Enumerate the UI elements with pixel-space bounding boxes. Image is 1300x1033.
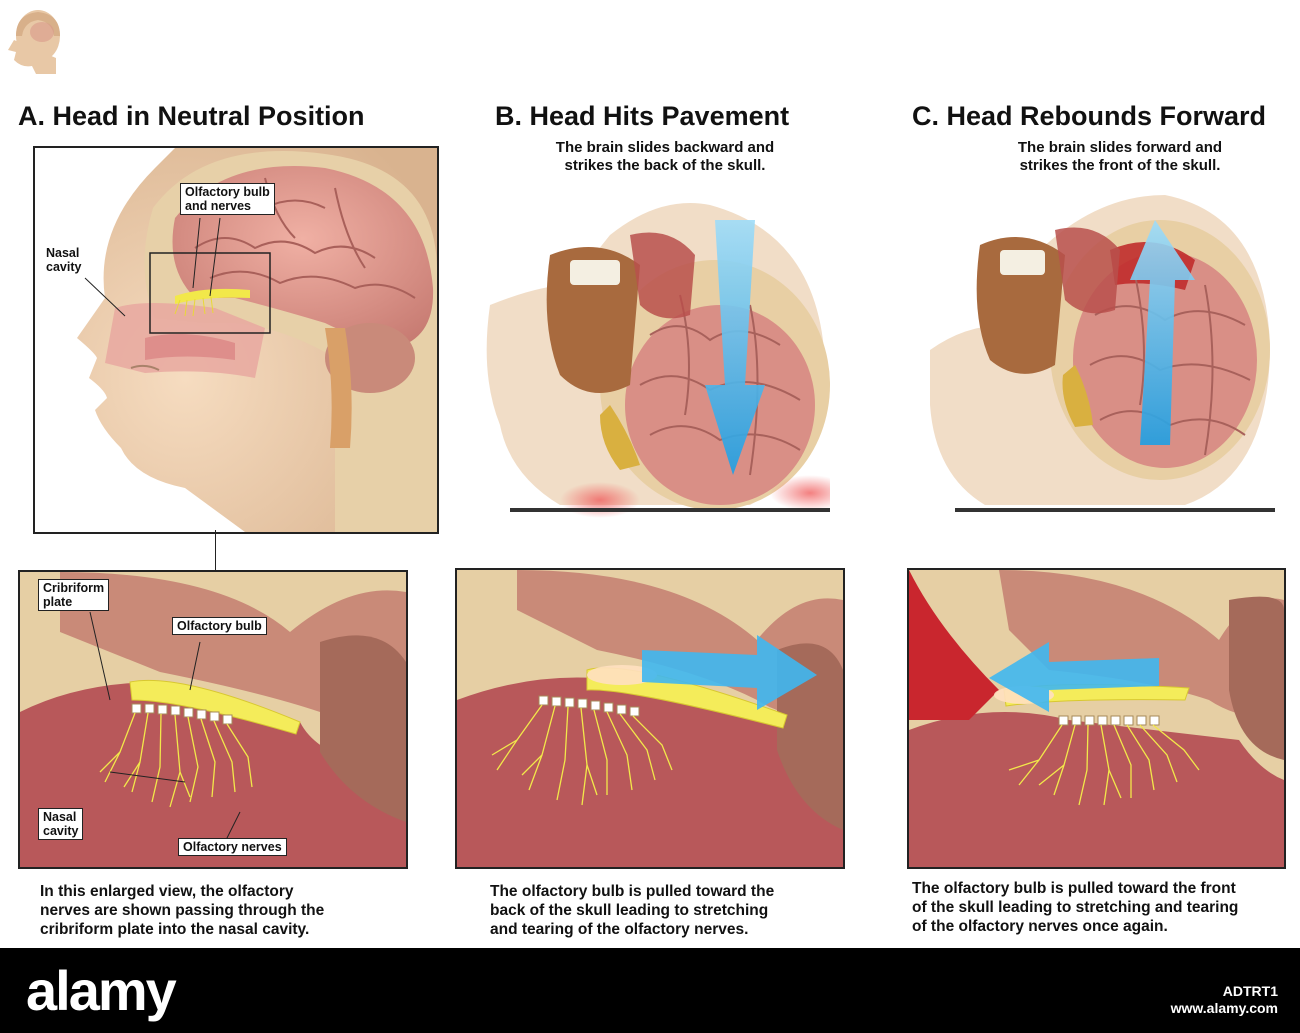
panel-c-subtitle: The brain slides forward and strikes the… bbox=[1017, 139, 1223, 174]
panel-b-title: B. Head Hits Pavement bbox=[495, 101, 790, 131]
panel-a-caption: In this enlarged view, the olfactory ner… bbox=[40, 883, 325, 938]
panel-a-title: A. Head in Neutral Position bbox=[18, 101, 365, 131]
zoom-nasal-cavity-label: Nasal cavity bbox=[38, 808, 84, 840]
footer-ref: ADTRT1 www.alamy.com bbox=[1171, 983, 1278, 1017]
zoom-connector-line bbox=[215, 530, 216, 570]
panel-b-zoom-view bbox=[455, 568, 845, 869]
footer-bar bbox=[0, 948, 1300, 1033]
brand-logo: alamy bbox=[26, 959, 177, 1022]
panel-c-caption: The olfactory bulb is pulled toward the … bbox=[912, 880, 1239, 935]
olfactory-bulb-and-nerves-label: Olfactory bulb and nerves bbox=[180, 183, 275, 215]
panel-b-subtitle: The brain slides backward and strikes th… bbox=[555, 139, 775, 174]
footer-url: www.alamy.com bbox=[1170, 1000, 1278, 1016]
panel-a-head-illustration bbox=[33, 146, 439, 534]
cribriform-plate-label: Cribriform plate bbox=[38, 579, 110, 611]
panel-c-head-illustration bbox=[925, 175, 1275, 520]
panel-c-title: C. Head Rebounds Forward bbox=[912, 101, 1267, 131]
panel-b-head-illustration bbox=[480, 175, 830, 520]
nasal-cavity-label: Nasal cavity bbox=[46, 246, 82, 274]
panel-c-zoom-view bbox=[907, 568, 1286, 869]
olfactory-nerves-label: Olfactory nerves bbox=[178, 838, 287, 856]
panel-b-caption: The olfactory bulb is pulled toward the … bbox=[490, 883, 775, 938]
head-thumbnail-icon bbox=[2, 6, 72, 74]
zoom-olfactory-bulb-label: Olfactory bulb bbox=[172, 617, 267, 635]
footer-code: ADTRT1 bbox=[1222, 983, 1278, 999]
